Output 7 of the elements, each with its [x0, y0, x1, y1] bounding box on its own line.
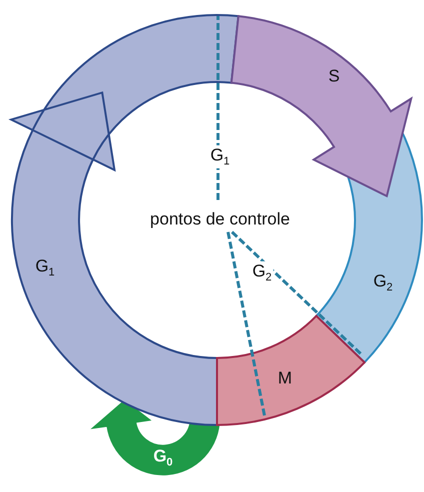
- phase-label: G$_{2}$: [373, 272, 393, 294]
- phase-label: G$_{0}$: [153, 447, 173, 469]
- phase-label: S: [328, 68, 340, 84]
- checkpoint-label: G$_{1}$: [208, 145, 232, 169]
- phase-label: M: [278, 370, 292, 386]
- center-label: pontos de controle: [148, 210, 292, 228]
- phase-label: G$_{1}$: [35, 257, 55, 279]
